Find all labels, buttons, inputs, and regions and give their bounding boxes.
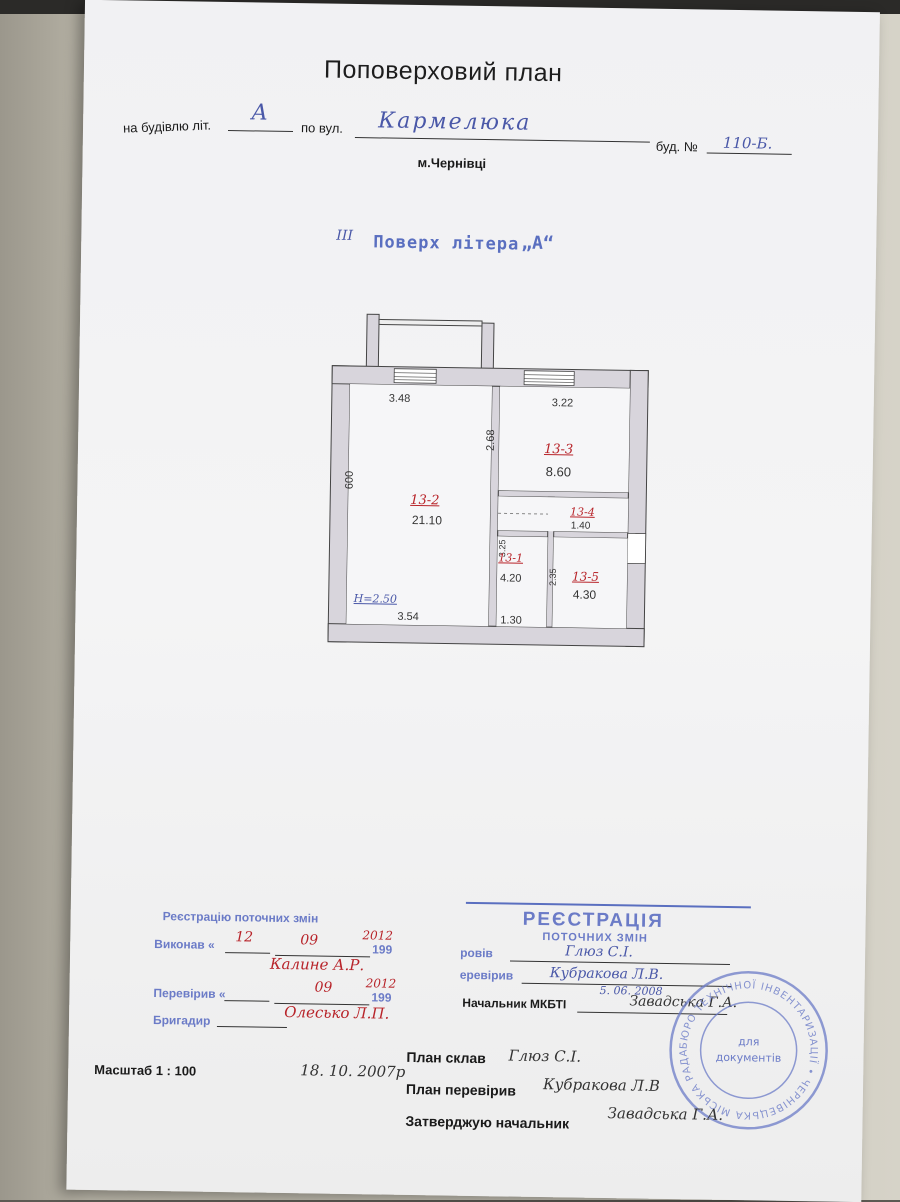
floor-plan: [327, 313, 649, 648]
checked-plan-label: План перевірив: [405, 1080, 517, 1099]
approved-signature: Завадська Г.А.: [607, 1104, 724, 1124]
room-id-13-4: 13-4: [569, 505, 595, 519]
seal-inner-line2: документів: [716, 1051, 782, 1065]
street-line: [354, 137, 650, 143]
room-area-13-2: 21.10: [411, 512, 443, 528]
floor-number: III: [336, 227, 354, 244]
dim-bottom-left: 3.54: [397, 610, 419, 624]
brigadier-label: Бригадир: [152, 1012, 211, 1028]
city-label: м.Чернівці: [417, 154, 487, 172]
checked-day-line: [224, 1000, 270, 1002]
house-line: [706, 152, 792, 155]
checked-month: 09: [314, 979, 333, 996]
building-label: на будівлю літ.: [122, 117, 212, 136]
dim-top-right: 3.22: [551, 397, 574, 410]
dim-bath: 2.35: [547, 568, 558, 587]
room-area-13-4: 1.40: [570, 520, 591, 532]
street-label: по вул.: [300, 120, 344, 136]
document-sheet: Поповерховий план на будівлю літ. А по в…: [66, 0, 880, 1202]
building-lit: А: [251, 100, 269, 126]
ceiling-height: H=2.50: [353, 592, 398, 606]
stamp-row2-value: Кубракова Л.В.: [549, 965, 664, 983]
window-1: [393, 368, 437, 384]
stamp-row1-label: ровів: [460, 945, 493, 961]
checked-year-pre: 199: [371, 990, 392, 1005]
house-number: 110-Б.: [722, 133, 773, 153]
room-id-13-5: 13-5: [571, 569, 600, 584]
scale-label: Масштаб 1 : 100: [94, 1062, 197, 1079]
checked-plan-signature: Кубракова Л.В: [542, 1075, 660, 1095]
round-seal: БЮРО ТЕХНІЧНОЇ ІНВЕНТАРИЗАЦІЇ • ЧЕРНІВЕЦ…: [662, 964, 828, 1130]
window-3: [626, 532, 647, 565]
executed-year-pre: 199: [372, 942, 393, 957]
dim-room3: 2.68: [484, 429, 498, 451]
stamp-row2-label: еревірив: [459, 967, 514, 983]
approved-label: Затверджую начальник: [405, 1112, 570, 1132]
brigadier-line: [216, 1025, 287, 1029]
room-area-13-5: 4.30: [572, 587, 597, 602]
executed-day-line: [225, 952, 271, 954]
composed-label: План склав: [406, 1048, 486, 1067]
page-title: Поповерховий план: [323, 55, 563, 88]
room-id-13-1: 13-1: [498, 551, 524, 565]
room-area-13-1: 4.20: [499, 572, 522, 585]
dim-top-left: 3.48: [388, 392, 411, 405]
executed-signature: Калине А.Р.: [269, 954, 365, 975]
dim-left: 600: [343, 470, 356, 490]
stamp-top-border: [465, 901, 751, 909]
checked-signature: Олесько Л.П.: [284, 1003, 390, 1023]
building-line: [228, 130, 294, 133]
dim-bottom-right: 1.30: [500, 614, 522, 627]
house-label: буд. №: [655, 138, 698, 155]
balcony-rail: [378, 318, 483, 327]
stamp-subtitle: ПОТОЧНИХ ЗМІН: [542, 931, 648, 945]
executed-label: Виконав «: [154, 936, 215, 952]
composed-signature: Глюз С.І.: [508, 1046, 582, 1066]
seal-inner-line1: для: [738, 1035, 759, 1048]
checked-label: Перевірив «: [153, 985, 226, 1002]
floor-letter: „А“: [521, 232, 554, 255]
stamp-row1-value: Глюз С.І.: [565, 943, 634, 961]
room-id-13-3: 13-3: [543, 442, 574, 458]
executed-day: 12: [235, 929, 254, 946]
room-id-13-2: 13-2: [410, 492, 440, 509]
registry-title: Реєстрацію поточних змін: [162, 909, 319, 926]
stamp-title: РЕЄСТРАЦІЯ: [522, 908, 665, 932]
window-2: [523, 370, 575, 386]
checked-year: 2012: [365, 976, 397, 991]
plan-date: 18. 10. 2007р: [300, 1061, 406, 1081]
room-area-13-3: 8.60: [545, 464, 572, 480]
executed-year: 2012: [362, 928, 394, 943]
stamp-row3-label: Начальник МКБТІ: [462, 995, 567, 1012]
executed-month: 09: [300, 932, 319, 949]
floor-label: Поверх літера: [373, 232, 520, 255]
street-name: Кармелюка: [377, 108, 532, 136]
